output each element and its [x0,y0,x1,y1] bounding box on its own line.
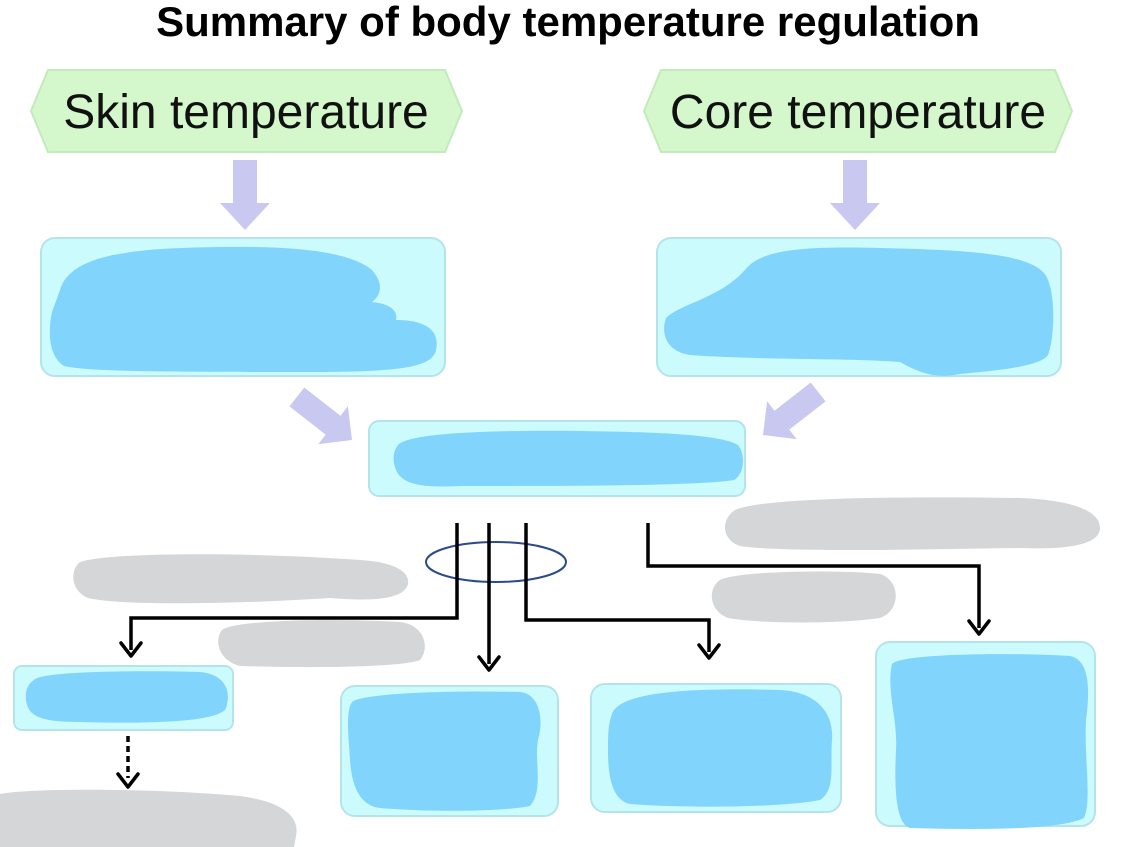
connector-lines [126,523,981,778]
skin-receptor-box [40,237,446,377]
page-title: Summary of body temperature regulation [156,0,980,45]
skin-temperature-label: Skin temperature [63,86,429,139]
redaction-mark [711,571,896,623]
arrowhead-icon [477,655,501,672]
down-arrow-icon [830,160,880,230]
down-arrow-icon [220,160,270,230]
redaction-mark [608,689,833,807]
arrowhead-icon [119,641,143,658]
arrowhead-icon [967,619,991,636]
core-receptor-box [656,237,1062,377]
core-temperature-tag [642,69,1074,153]
redaction-mark [348,691,541,811]
diagonal-arrow-icon [289,387,352,445]
connector-right [524,523,711,652]
skin-temperature-tag [29,69,464,153]
redaction-mark [393,430,743,487]
redaction-mark [49,246,437,372]
effector-box-far-right [875,641,1096,829]
connector-left [129,523,459,650]
redaction-mark [664,247,1054,376]
effector-box-right [590,683,842,813]
arrowhead-icon [116,772,140,789]
core-temperature-label: Core temperature [670,86,1046,139]
integration-center-box [368,420,746,497]
redaction-mark [724,497,1100,550]
effector-box-left [13,665,234,731]
effector-box-center [340,685,559,817]
connector-far-right [646,523,981,628]
redaction-mark [890,654,1089,829]
redaction-mark [73,554,409,604]
redaction-mark [0,789,297,847]
diagonal-arrow-icon [763,382,826,440]
redaction-mark [218,620,425,668]
grouping-ellipse [425,541,567,583]
redaction-mark [25,671,228,723]
arrowhead-icon [697,643,721,660]
